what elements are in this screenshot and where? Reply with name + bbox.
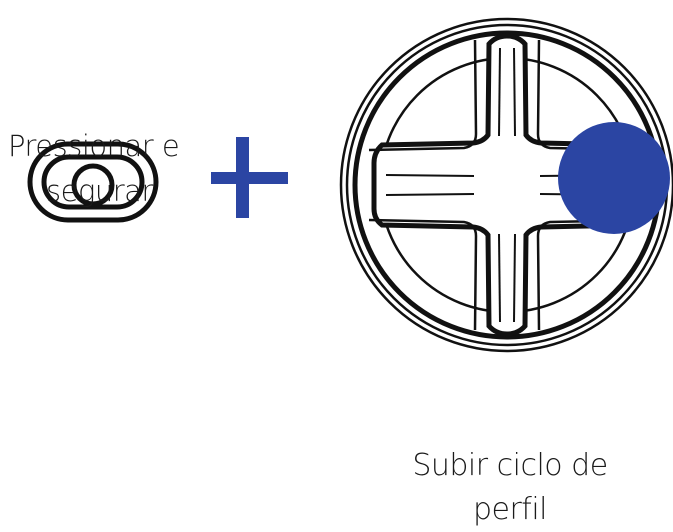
plus-icon <box>211 137 288 218</box>
press-indicator-icon <box>558 122 670 234</box>
switch-label-line2: segurar <box>46 174 153 208</box>
dpad-caption-line2: perfil <box>472 492 548 527</box>
dpad-caption-line1: Subir ciclo de <box>412 448 608 483</box>
slide-switch-icon <box>27 141 159 223</box>
switch-label: Pressionar e segurar <box>8 124 180 214</box>
switch-label-line1: Pressionar e <box>8 129 180 163</box>
dpad-caption: Subir ciclo de perfil <box>412 444 608 532</box>
